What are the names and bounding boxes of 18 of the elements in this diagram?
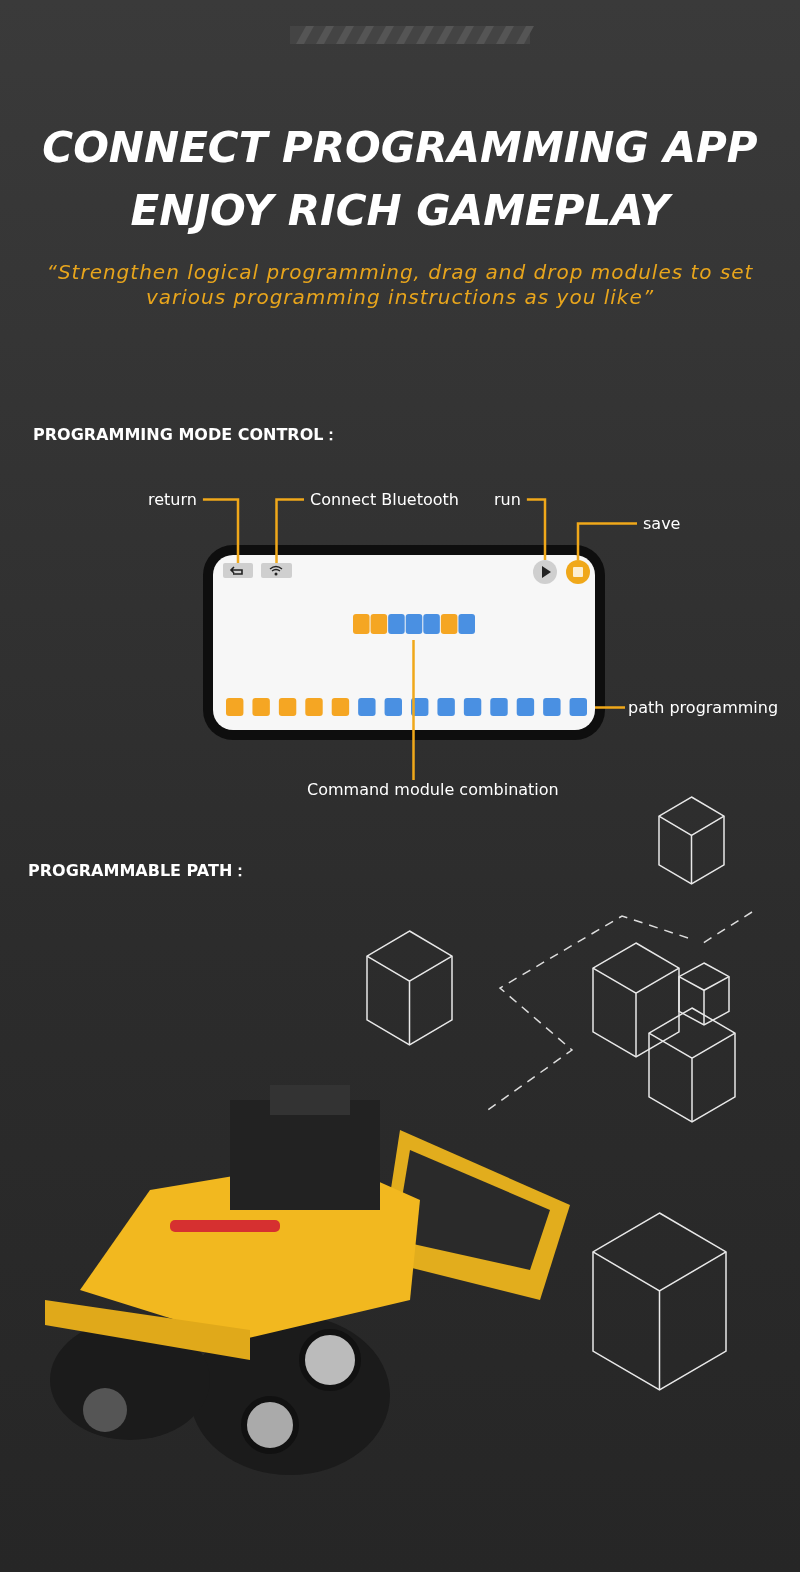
leader-line [595, 706, 625, 709]
title-heading: CONNECT PROGRAMMING APP ENJOY RICH GAMEPLAY [41, 122, 759, 237]
callout-label: run [494, 490, 521, 509]
bluetooth-button [261, 563, 292, 578]
section-heading: PROGRAMMING MODE CONTROL： [33, 425, 340, 446]
leader-line [202, 498, 240, 563]
back-button [223, 563, 253, 578]
leader-line [412, 640, 415, 780]
callout-label: save [643, 514, 681, 533]
subtitle-quote: “Strengthen logical programming, drag and drop modules to set various programming instructions as you like” [45, 260, 755, 310]
leader-line [526, 498, 547, 560]
leader-line [576, 522, 637, 560]
callout-label: Connect Bluetooth [310, 490, 459, 509]
section-heading: PROGRAMMABLE PATH： [28, 861, 249, 882]
callout-label: Command module combination [307, 780, 559, 799]
callout-label: return [148, 490, 197, 509]
leader-line [275, 498, 304, 563]
callout-label: path programming [628, 698, 779, 717]
